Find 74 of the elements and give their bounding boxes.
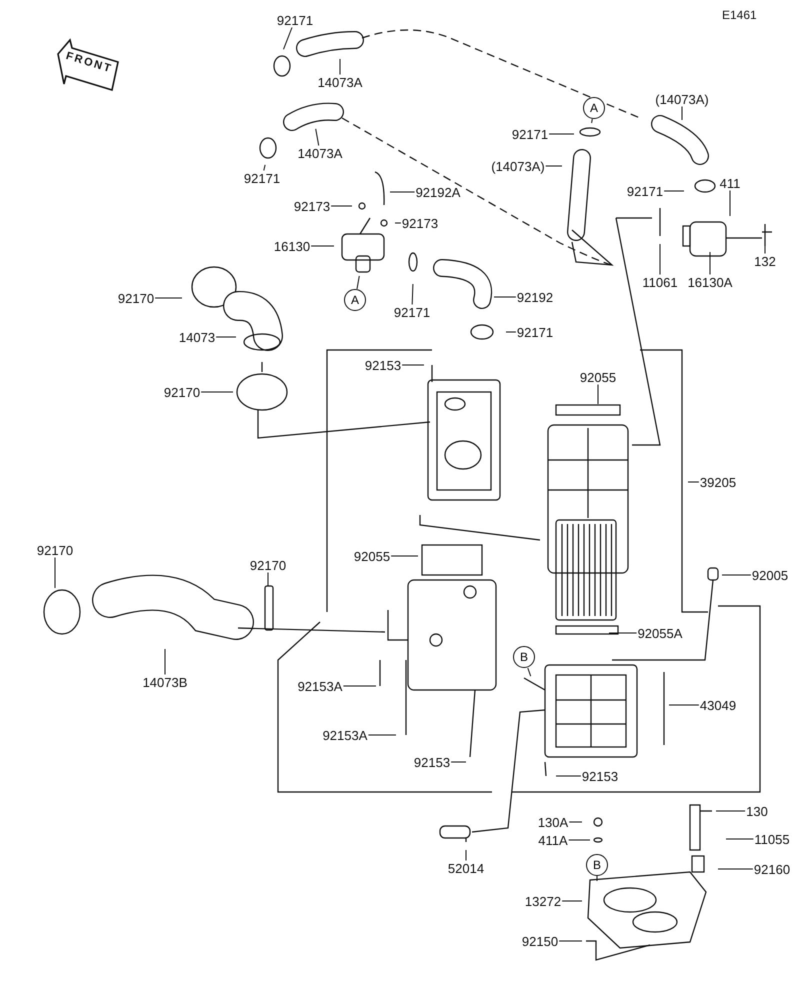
leader-line bbox=[716, 810, 746, 812]
leader-line bbox=[527, 668, 532, 677]
part-number: 92171 bbox=[392, 304, 432, 320]
diagram-code: E1461 bbox=[722, 8, 757, 22]
part-number: 92055A bbox=[636, 626, 684, 640]
leader-line bbox=[562, 900, 582, 902]
part-number: 11055 bbox=[753, 832, 791, 846]
leader-line bbox=[596, 876, 598, 882]
leader-line bbox=[402, 364, 424, 366]
part-number: 92055 bbox=[352, 548, 392, 564]
part-number: 92160 bbox=[752, 862, 792, 876]
part-number: 39205 bbox=[698, 474, 738, 490]
part-number: 43049 bbox=[698, 698, 738, 712]
leader-line bbox=[664, 190, 684, 192]
reference-circle: B bbox=[513, 646, 535, 668]
leader-line bbox=[394, 222, 402, 224]
leader-line bbox=[368, 734, 396, 736]
part-number: 14073A bbox=[316, 74, 364, 90]
part-number: 411A bbox=[537, 832, 569, 848]
part-number: (14073A) bbox=[490, 158, 546, 174]
leader-line bbox=[608, 632, 638, 634]
leader-line bbox=[591, 118, 593, 124]
part-number: 130A bbox=[536, 814, 570, 830]
part-number: 92171 bbox=[626, 184, 664, 198]
part-number: 92153 bbox=[364, 358, 402, 372]
leader-line bbox=[54, 557, 56, 588]
leader-line bbox=[558, 940, 582, 942]
part-number: 92153A bbox=[322, 728, 368, 742]
part-number: 92173 bbox=[400, 216, 440, 230]
part-number: 92170 bbox=[36, 542, 74, 558]
part-number: 92171 bbox=[242, 170, 282, 186]
part-number: 92171 bbox=[276, 12, 314, 28]
leader-line bbox=[722, 574, 752, 576]
part-number: 92171 bbox=[516, 324, 554, 340]
part-number: 92153 bbox=[580, 768, 620, 784]
part-number: 92173 bbox=[292, 198, 332, 214]
leader-line bbox=[315, 128, 320, 146]
leader-line bbox=[764, 228, 766, 254]
reference-circle: A bbox=[583, 97, 605, 119]
part-number: 92171 bbox=[510, 126, 550, 142]
part-number: 52014 bbox=[446, 860, 486, 876]
part-number: 16130 bbox=[272, 238, 312, 254]
part-number: 92055 bbox=[578, 370, 618, 384]
part-number: 92170 bbox=[248, 558, 288, 572]
reference-circle: B bbox=[586, 854, 608, 876]
part-number: 13272 bbox=[524, 894, 562, 908]
part-number: 92170 bbox=[162, 384, 202, 400]
leader-line bbox=[164, 648, 166, 675]
part-number: 92192 bbox=[516, 290, 554, 304]
part-number: 92153A bbox=[296, 678, 344, 694]
leader-line bbox=[283, 27, 292, 50]
part-number: 130 bbox=[745, 804, 769, 818]
reference-circle: A bbox=[344, 289, 366, 311]
leader-line bbox=[726, 838, 754, 840]
part-number: 11061 bbox=[641, 274, 679, 290]
part-number: 132 bbox=[753, 254, 777, 268]
part-number: 14073A bbox=[296, 146, 344, 160]
leader-line bbox=[494, 296, 516, 298]
part-number: 411 bbox=[718, 176, 742, 190]
part-number: 92005 bbox=[750, 568, 790, 582]
leader-line bbox=[668, 704, 700, 706]
leader-line bbox=[412, 284, 414, 305]
leader-line bbox=[216, 336, 236, 338]
part-number: 92153 bbox=[412, 754, 452, 770]
leader-line bbox=[356, 275, 360, 290]
part-number: (14073A) bbox=[654, 92, 710, 106]
part-number: 92192A bbox=[414, 184, 462, 200]
part-number: 14073 bbox=[178, 330, 216, 344]
part-number: 16130A bbox=[686, 274, 734, 290]
part-number: 14073B bbox=[142, 674, 188, 690]
leader-line bbox=[263, 164, 266, 171]
leader-line bbox=[718, 868, 754, 870]
part-number: 92170 bbox=[116, 290, 156, 306]
part-number: 92150 bbox=[520, 934, 560, 948]
